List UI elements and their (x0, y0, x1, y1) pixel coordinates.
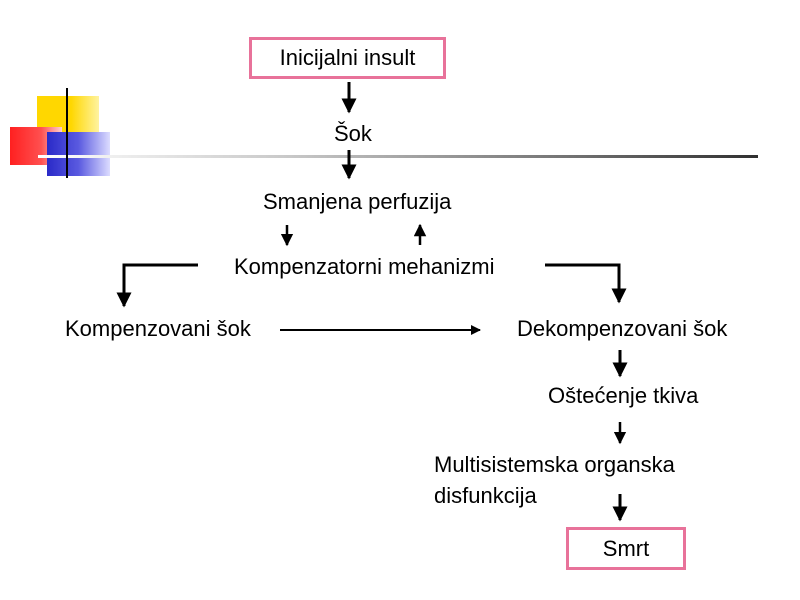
node-initial-insult-label: Inicijalni insult (279, 45, 416, 70)
deco-horizontal-rule (38, 155, 758, 158)
node-reduced-perfusion: Smanjena perfuzija (263, 189, 452, 214)
node-death-label: Smrt (602, 535, 650, 561)
node-decompensated-shock: Dekompenzovani šok (517, 316, 728, 341)
node-shock: Šok (334, 121, 372, 146)
node-multisystem-line1: Multisistemska organska (434, 452, 675, 477)
node-multisystem-dysfunction: Multisistemska organska disfunkcija (434, 449, 675, 511)
node-compensated-shock: Kompenzovani šok (65, 316, 251, 341)
connector-to-decompensated (545, 263, 627, 304)
node-death: Smrt (566, 527, 686, 570)
connector-to-compensated (116, 263, 198, 308)
node-initial-insult: Inicijalni insult (249, 37, 446, 79)
node-multisystem-line2: disfunkcija (434, 483, 537, 508)
deco-blue-square (47, 132, 110, 176)
node-tissue-damage: Oštećenje tkiva (548, 383, 699, 408)
node-compensatory-mechanisms: Kompenzatorni mehanizmi (234, 254, 495, 279)
